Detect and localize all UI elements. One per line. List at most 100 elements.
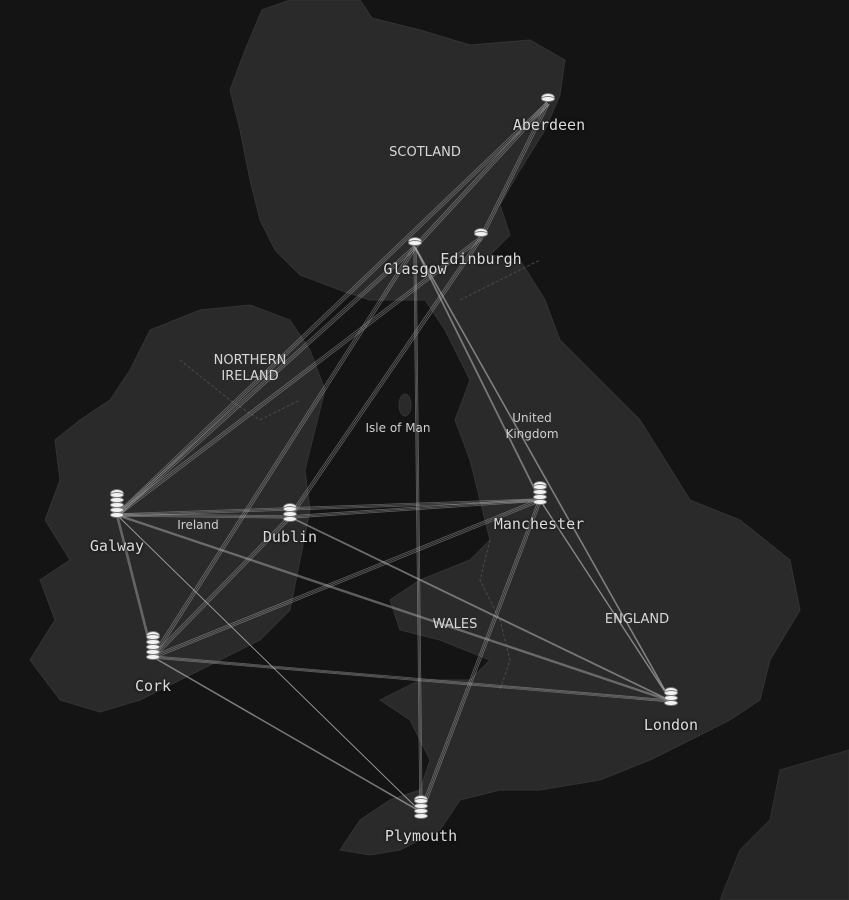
route-galway-edinburgh [116,237,482,516]
route-glasgow-london [414,246,672,702]
marker-disc [414,813,428,819]
region-label-ireland: Ireland [177,518,219,532]
marker-disc [541,96,555,102]
route-glasgow-plymouth [414,246,422,813]
route-manchester-london [539,499,672,702]
route-galway-manchester [118,500,542,517]
region-label-isle-of-man: Isle of Man [365,421,431,435]
route-galway-dublin [115,513,289,517]
city-marker-plymouth[interactable] [414,795,428,828]
route-galway-glasgow [117,247,417,517]
route-galway-aberdeen [117,103,550,517]
region-label-united-kingdom: United Kingdom [505,411,559,441]
city-marker-edinburgh[interactable] [474,228,488,246]
great-britain-landmass [229,0,801,856]
route-cork-manchester [151,498,539,657]
route-dublin-manchester [289,499,541,518]
route-cork-london [152,656,672,702]
route-cork-glasgow [151,245,415,657]
route-glasgow-manchester [415,248,542,502]
marker-disc [146,654,160,660]
route-galway-plymouth [115,513,421,812]
route-galway-glasgow [115,245,415,515]
route-cork-dublin [153,517,292,659]
route-manchester-london [540,500,673,703]
route-cork-london [151,655,670,701]
region-label-northern-ireland: NORTHERN IRELAND [213,353,287,384]
route-cork-manchester [154,500,542,659]
route-dublin-london [291,517,673,703]
route-galway-dublin [116,514,291,518]
route-galway-aberdeen [116,102,549,516]
city-label-london[interactable]: London [643,716,699,734]
city-label-cork[interactable]: Cork [134,677,172,695]
route-cork-plymouth [152,656,422,813]
city-label-plymouth[interactable]: Plymouth [384,827,458,845]
route-dublin-edinburgh [289,237,482,518]
city-label-glasgow[interactable]: Glasgow [383,260,447,278]
route-galway-manchester [115,498,539,515]
northern-ireland-border [179,359,301,421]
region-label-scotland: SCOTLAND [389,145,461,160]
route-manchester-plymouth [419,498,540,811]
continent-landmass [719,749,849,900]
region-label-england: ENGLAND [604,612,670,627]
route-galway-plymouth [116,514,422,813]
city-marker-london[interactable] [664,687,678,715]
city-marker-glasgow[interactable] [408,237,422,255]
city-label-dublin[interactable]: Dublin [262,528,318,546]
isle-of-man-landmass [398,393,412,417]
route-glasgow-manchester [414,246,541,501]
route-glasgow-london [413,245,671,700]
route-edinburgh-aberdeen [480,102,549,239]
route-glasgow-aberdeen [414,102,549,248]
route-glasgow-aberdeen [415,103,550,249]
marker-disc [664,700,678,706]
ireland-landmass [29,304,326,713]
route-cork-dublin [152,516,291,658]
route-glasgow-manchester [413,245,540,499]
route-galway-london [115,513,670,701]
city-marker-galway[interactable] [110,489,124,527]
route-manchester-plymouth [420,499,541,813]
route-manchester-plymouth [421,501,542,814]
route-cork-london [154,657,673,703]
route-edinburgh-aberdeen [481,104,550,240]
city-label-galway[interactable]: Galway [89,537,145,555]
route-manchester-london [538,498,671,701]
route-galway-dublin [118,515,292,519]
route-glasgow-london [415,248,673,703]
route-glasgow-plymouth [413,245,421,811]
city-marker-cork[interactable] [146,631,160,669]
route-galway-manchester [116,499,541,516]
marker-disc [474,231,488,237]
marker-disc [110,512,124,518]
city-marker-manchester[interactable] [533,481,547,514]
city-marker-dublin[interactable] [283,503,297,531]
city-label-manchester[interactable]: Manchester [493,515,585,533]
route-dublin-london [289,516,672,702]
route-glasgow-plymouth [415,248,423,814]
region-label-wales: WALES [432,617,478,632]
route-galway-glasgow [116,246,416,516]
route-galway-edinburgh [115,236,481,515]
city-marker-aberdeen[interactable] [541,93,555,111]
route-lines [115,101,673,814]
city-label-aberdeen[interactable]: Aberdeen [512,116,586,134]
route-cork-glasgow [152,246,416,658]
marker-disc [533,499,547,505]
wales-border [479,539,511,691]
route-dublin-manchester [288,498,539,517]
route-dublin-manchester [291,500,542,519]
route-galway-cork [115,513,153,656]
city-label-edinburgh[interactable]: Edinburgh [440,250,522,268]
route-galway-edinburgh [117,238,483,517]
route-cork-plymouth [153,657,423,814]
route-galway-plymouth [117,515,423,814]
route-cork-manchester [152,499,541,658]
route-glasgow-aberdeen [413,101,548,247]
route-cork-plymouth [151,655,421,812]
route-cork-glasgow [153,247,417,659]
